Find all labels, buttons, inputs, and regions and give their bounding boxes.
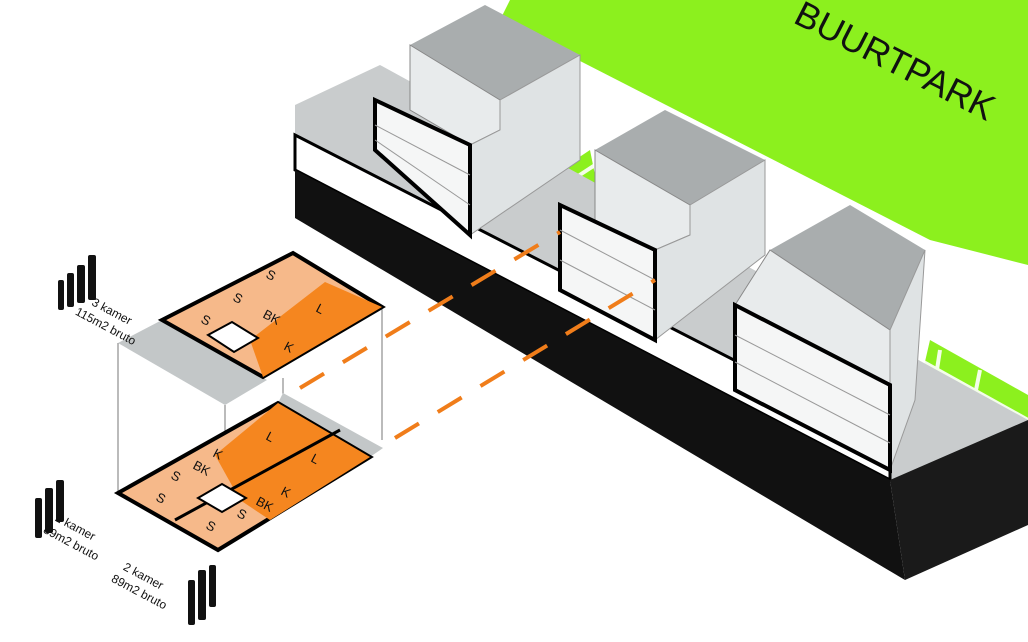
people-silhouette-icon [35, 255, 216, 625]
connector-lines [298, 230, 657, 440]
room-label: BK [191, 457, 214, 479]
park-area [500, 0, 1028, 265]
floor-plan-upper: S S S BK L K [118, 250, 386, 405]
unit-label-2kamer-b: 2 kamer 89m2 bruto [109, 560, 169, 613]
base-side [890, 420, 1028, 580]
room-label: BK [261, 306, 284, 328]
building-3 [733, 205, 926, 474]
building-2 [558, 110, 766, 344]
floor-plan-lower: S BK K L L K BK S S S [113, 393, 383, 553]
base-front [295, 170, 905, 580]
room-label: BK [254, 493, 277, 515]
building-1 [373, 5, 581, 240]
